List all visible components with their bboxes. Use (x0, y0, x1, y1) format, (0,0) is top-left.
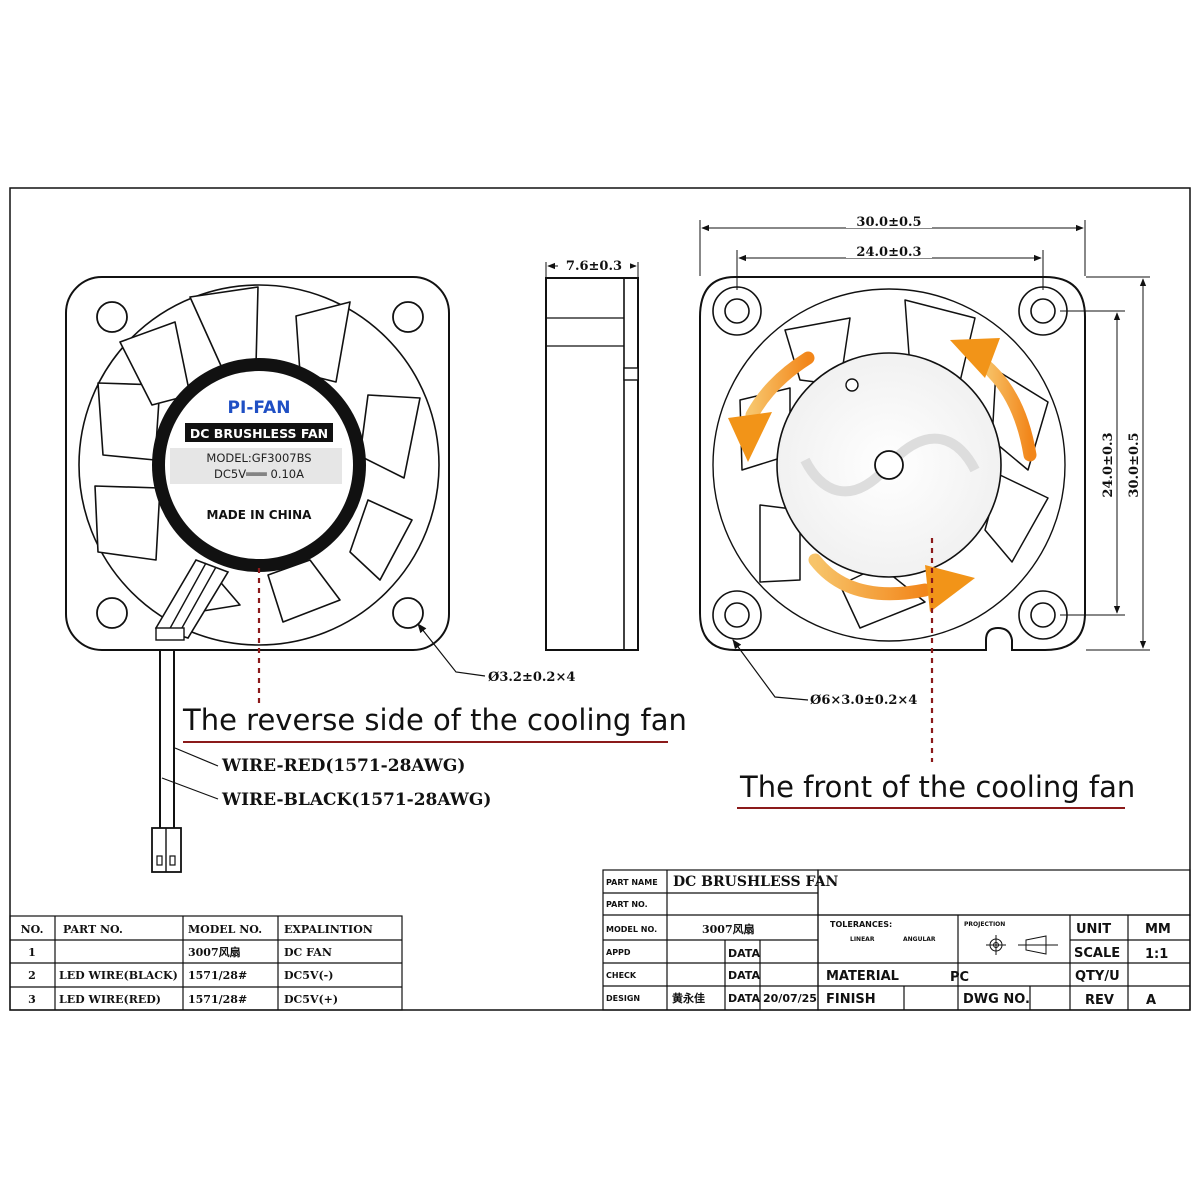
projection-symbol-icon (986, 935, 1058, 955)
thickness-dimension: 7.6±0.3 (566, 259, 622, 274)
bom-cell: 3 (28, 993, 36, 1006)
wire-red-label: WIRE-RED(1571-28AWG) (221, 756, 465, 776)
bom-cell: 1571/28# (188, 993, 247, 1006)
rotation-arrow-icon (808, 553, 975, 612)
scale-value: 1:1 (1145, 947, 1168, 962)
rev-value: A (1146, 993, 1156, 1008)
bom-cell: 2 (28, 969, 36, 982)
qty-label: QTY/U (1075, 969, 1120, 984)
rotation-arrow-icon (728, 351, 815, 462)
brand-logo: PI-FAN (228, 398, 291, 418)
model-no-value: 3007风扇 (702, 922, 755, 936)
label-band-text: DC BRUSHLESS FAN (190, 426, 328, 441)
unit-label: UNIT (1076, 922, 1111, 937)
appd-label: APPD (606, 948, 631, 957)
bom-cell: LED WIRE(RED) (59, 993, 161, 1006)
bom-header: EXPALINTION (284, 923, 373, 936)
bom-row: 2 LED WIRE(BLACK) 1571/28# DC5V(-) (28, 969, 333, 982)
title-block-grid (602, 869, 1191, 1011)
model-no-label: MODEL NO. (606, 925, 657, 934)
front-pitch-dimension: 24.0±0.3 (856, 245, 921, 260)
unit-value: MM (1145, 922, 1171, 937)
projection-label: PROJECTION (964, 921, 1005, 928)
front-hole-leader (732, 639, 809, 701)
bom-header: PART NO. (63, 923, 123, 936)
mount-hole-icon (392, 301, 424, 333)
finish-label: FINISH (826, 992, 876, 1007)
hub-pin-icon (845, 378, 859, 392)
reverse-caption: The reverse side of the cooling fan (182, 703, 687, 737)
tolerances-label: TOLERANCES: (830, 920, 892, 929)
bom-row: 3 LED WIRE(RED) 1571/28# DC5V(+) (28, 993, 338, 1006)
drawing-frame (9, 187, 1191, 1011)
wire-channel (154, 559, 230, 639)
bom-cell: 1571/28# (188, 969, 247, 982)
rotation-arrow-icon (950, 338, 1037, 462)
angular-label: ANGULAR (903, 936, 936, 943)
dwg-no-label: DWG NO. (963, 992, 1030, 1007)
wire-bundle (155, 627, 185, 641)
bom-row: 1 3007风扇 DC FAN (28, 945, 332, 959)
mount-hole-icon (96, 301, 128, 333)
bom-cell: LED WIRE(BLACK) (59, 969, 178, 982)
reverse-hole-dimension: Ø3.2±0.2×4 (488, 670, 575, 685)
front-hole-dimension: Ø6×3.0±0.2×4 (810, 693, 917, 708)
label-model: MODEL:GF3007BS (206, 451, 311, 465)
bom-cell: DC5V(-) (284, 969, 333, 982)
hole-leader-line (417, 623, 486, 677)
part-no-label: PART NO. (606, 900, 648, 909)
mount-hole-icon (392, 597, 424, 629)
front-outer-ring (712, 288, 1066, 642)
material-label: MATERIAL (826, 969, 899, 984)
date-value: 20/07/25 (763, 992, 817, 1005)
bom-header-row: NO. PART NO. MODEL NO. EXPALINTION (21, 923, 373, 936)
check-label: CHECK (606, 971, 637, 980)
side-wire-exit (623, 367, 639, 381)
scale-label: SCALE (1074, 946, 1120, 961)
bom-header: MODEL NO. (188, 923, 262, 936)
designer-value: 黄永佳 (672, 991, 705, 1005)
bom-cell: DC5V(+) (284, 993, 338, 1006)
rev-label: REV (1085, 993, 1114, 1008)
fan-outer-ring (78, 284, 440, 646)
front-height-pitch-dimension: 24.0±0.3 (1101, 432, 1116, 497)
title-block-text: PART NAME DC BRUSHLESS FAN PART NO. MODE… (606, 874, 1171, 1008)
data-label: DATA (728, 947, 760, 960)
bom-cell: 3007风扇 (188, 945, 241, 959)
data-label: DATA (728, 969, 760, 982)
data-label: DATA (728, 992, 760, 1005)
label-rating: DC5V═══ 0.10A (214, 467, 304, 481)
hub-center-icon (874, 450, 904, 480)
design-label: DESIGN (606, 994, 640, 1003)
label-model-strip (170, 448, 342, 484)
front-view: 30.0±0.5 24.0±0.3 24.0±0.3 30.0±0.5 Ø6×3… (699, 212, 1150, 809)
side-fan-body (545, 277, 639, 651)
bom-cell: DC FAN (284, 946, 332, 959)
mount-hole-icon (96, 597, 128, 629)
label-made-in: MADE IN CHINA (207, 508, 313, 522)
bom-cell: 1 (28, 946, 36, 959)
linear-label: LINEAR (850, 936, 875, 943)
front-width-dimension: 30.0±0.5 (856, 215, 921, 230)
material-value: PC (950, 970, 969, 985)
label-band (185, 423, 333, 442)
side-view: 7.6±0.3 (545, 256, 639, 651)
front-caption: The front of the cooling fan (739, 770, 1135, 804)
front-height-dimension: 30.0±0.5 (1127, 432, 1142, 497)
wire-black-label: WIRE-BLACK(1571-28AWG) (221, 790, 491, 810)
part-name-label: PART NAME (606, 878, 658, 887)
bom-header: NO. (21, 923, 44, 936)
bom-table (9, 915, 403, 1011)
reverse-view: PI-FAN DC BRUSHLESS FAN MODEL:GF3007BS D… (65, 276, 687, 873)
part-name-value: DC BRUSHLESS FAN (673, 874, 838, 890)
